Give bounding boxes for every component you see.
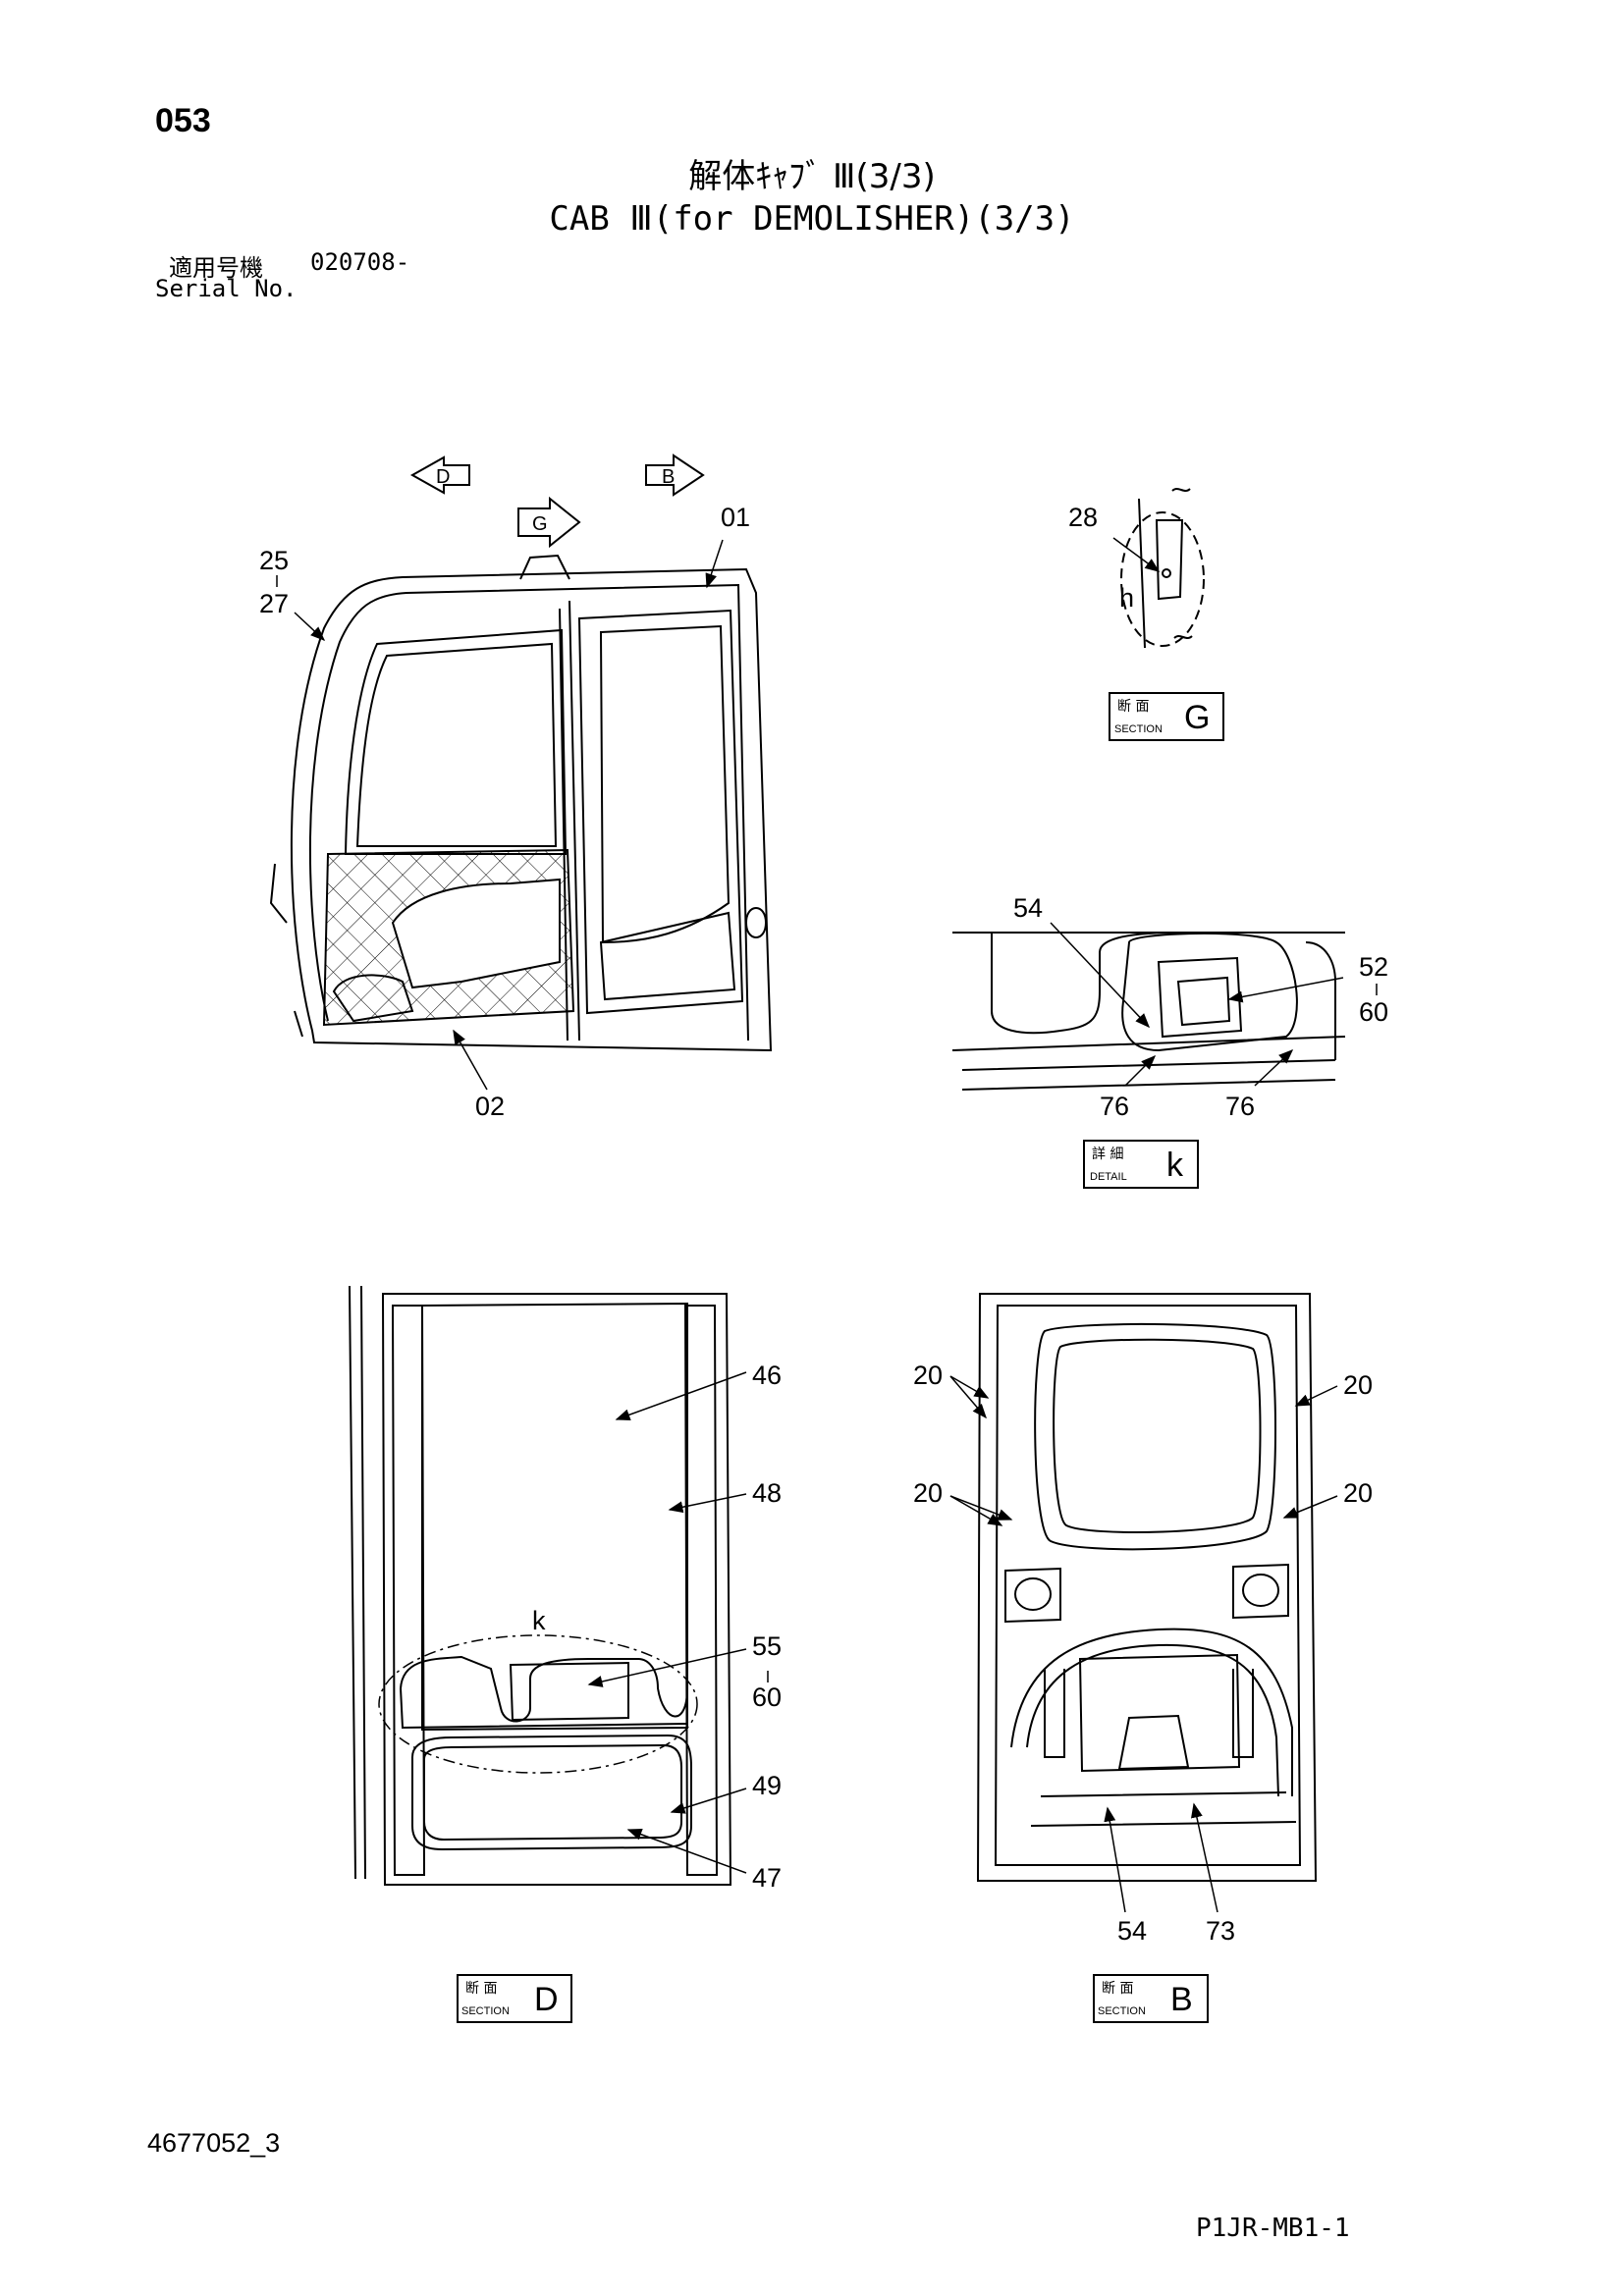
label-02: 02 — [475, 1092, 505, 1121]
page-title-jp: 解体ｷｬﾌﾞ Ⅲ(3/3) — [688, 157, 936, 196]
section-d-box: 断 面 SECTION D — [457, 1974, 572, 2023]
label-47: 47 — [752, 1863, 782, 1893]
label-60-section-d: 60 — [752, 1682, 782, 1712]
view-marker-d: D — [409, 455, 470, 495]
page-number: 053 — [155, 102, 211, 139]
label-54-detail: 54 — [1013, 893, 1043, 923]
section-g-illustration — [1120, 488, 1205, 649]
label-52: 52 — [1359, 952, 1388, 982]
label-h: h — [1119, 583, 1134, 613]
document-code: 4677052_3 — [147, 2128, 281, 2158]
label-76-right: 76 — [1225, 1092, 1255, 1121]
svg-text:G: G — [1184, 699, 1210, 736]
section-b-illustration — [976, 1293, 1318, 1882]
svg-text:SECTION: SECTION — [461, 2005, 510, 2017]
label-k: k — [532, 1606, 546, 1635]
label-60-detail: 60 — [1359, 997, 1388, 1027]
label-48: 48 — [752, 1478, 782, 1508]
cab-illustration — [269, 554, 773, 1052]
page-title-en: CAB Ⅲ(for DEMOLISHER)(3/3) — [549, 199, 1075, 239]
section-b-leaders — [949, 1375, 1338, 1913]
section-d-leaders — [587, 1371, 769, 1874]
detail-k-leaders — [1050, 922, 1378, 1087]
svg-text:断 面: 断 面 — [1102, 1981, 1133, 1997]
svg-text:B: B — [662, 466, 675, 488]
label-46: 46 — [752, 1361, 782, 1390]
model-code: P1JR-MB1-1 — [1196, 2214, 1350, 2243]
serial-value: 020708- — [310, 248, 410, 276]
svg-text:SECTION: SECTION — [1114, 723, 1163, 735]
svg-text:D: D — [534, 1981, 559, 2018]
serial-label-jp: 適用号機 — [169, 254, 263, 282]
label-73: 73 — [1206, 1916, 1235, 1946]
svg-text:B: B — [1170, 1981, 1193, 2018]
svg-text:詳 細: 詳 細 — [1092, 1147, 1123, 1162]
detail-k-box: 詳 細 DETAIL k — [1083, 1140, 1199, 1189]
label-49: 49 — [752, 1771, 782, 1800]
label-55: 55 — [752, 1631, 782, 1661]
section-g-box: 断 面 SECTION G — [1109, 692, 1224, 741]
serial-label-en: Serial No. — [155, 275, 298, 302]
label-20-upper-left: 20 — [913, 1361, 943, 1390]
view-marker-b: B — [645, 454, 705, 497]
svg-text:断 面: 断 面 — [465, 1981, 497, 1997]
section-d-illustration — [349, 1285, 732, 1886]
label-54-section-b: 54 — [1117, 1916, 1147, 1946]
label-27: 27 — [259, 589, 289, 618]
label-20-lower-right: 20 — [1343, 1478, 1373, 1508]
label-20-lower-left: 20 — [913, 1478, 943, 1508]
label-76-left: 76 — [1100, 1092, 1129, 1121]
view-marker-g: G — [517, 496, 581, 549]
label-25: 25 — [259, 546, 289, 575]
label-28: 28 — [1068, 503, 1098, 532]
label-20-upper-right: 20 — [1343, 1370, 1373, 1400]
svg-text:D: D — [436, 466, 450, 488]
label-01: 01 — [721, 503, 750, 532]
svg-text:SECTION: SECTION — [1098, 2005, 1146, 2017]
svg-text:断 面: 断 面 — [1117, 699, 1149, 715]
svg-text:k: k — [1166, 1147, 1184, 1184]
svg-text:G: G — [532, 513, 548, 535]
section-b-box: 断 面 SECTION B — [1093, 1974, 1209, 2023]
detail-k-illustration — [951, 932, 1346, 1091]
cab-leaders — [276, 539, 724, 1091]
svg-text:DETAIL: DETAIL — [1090, 1171, 1127, 1183]
